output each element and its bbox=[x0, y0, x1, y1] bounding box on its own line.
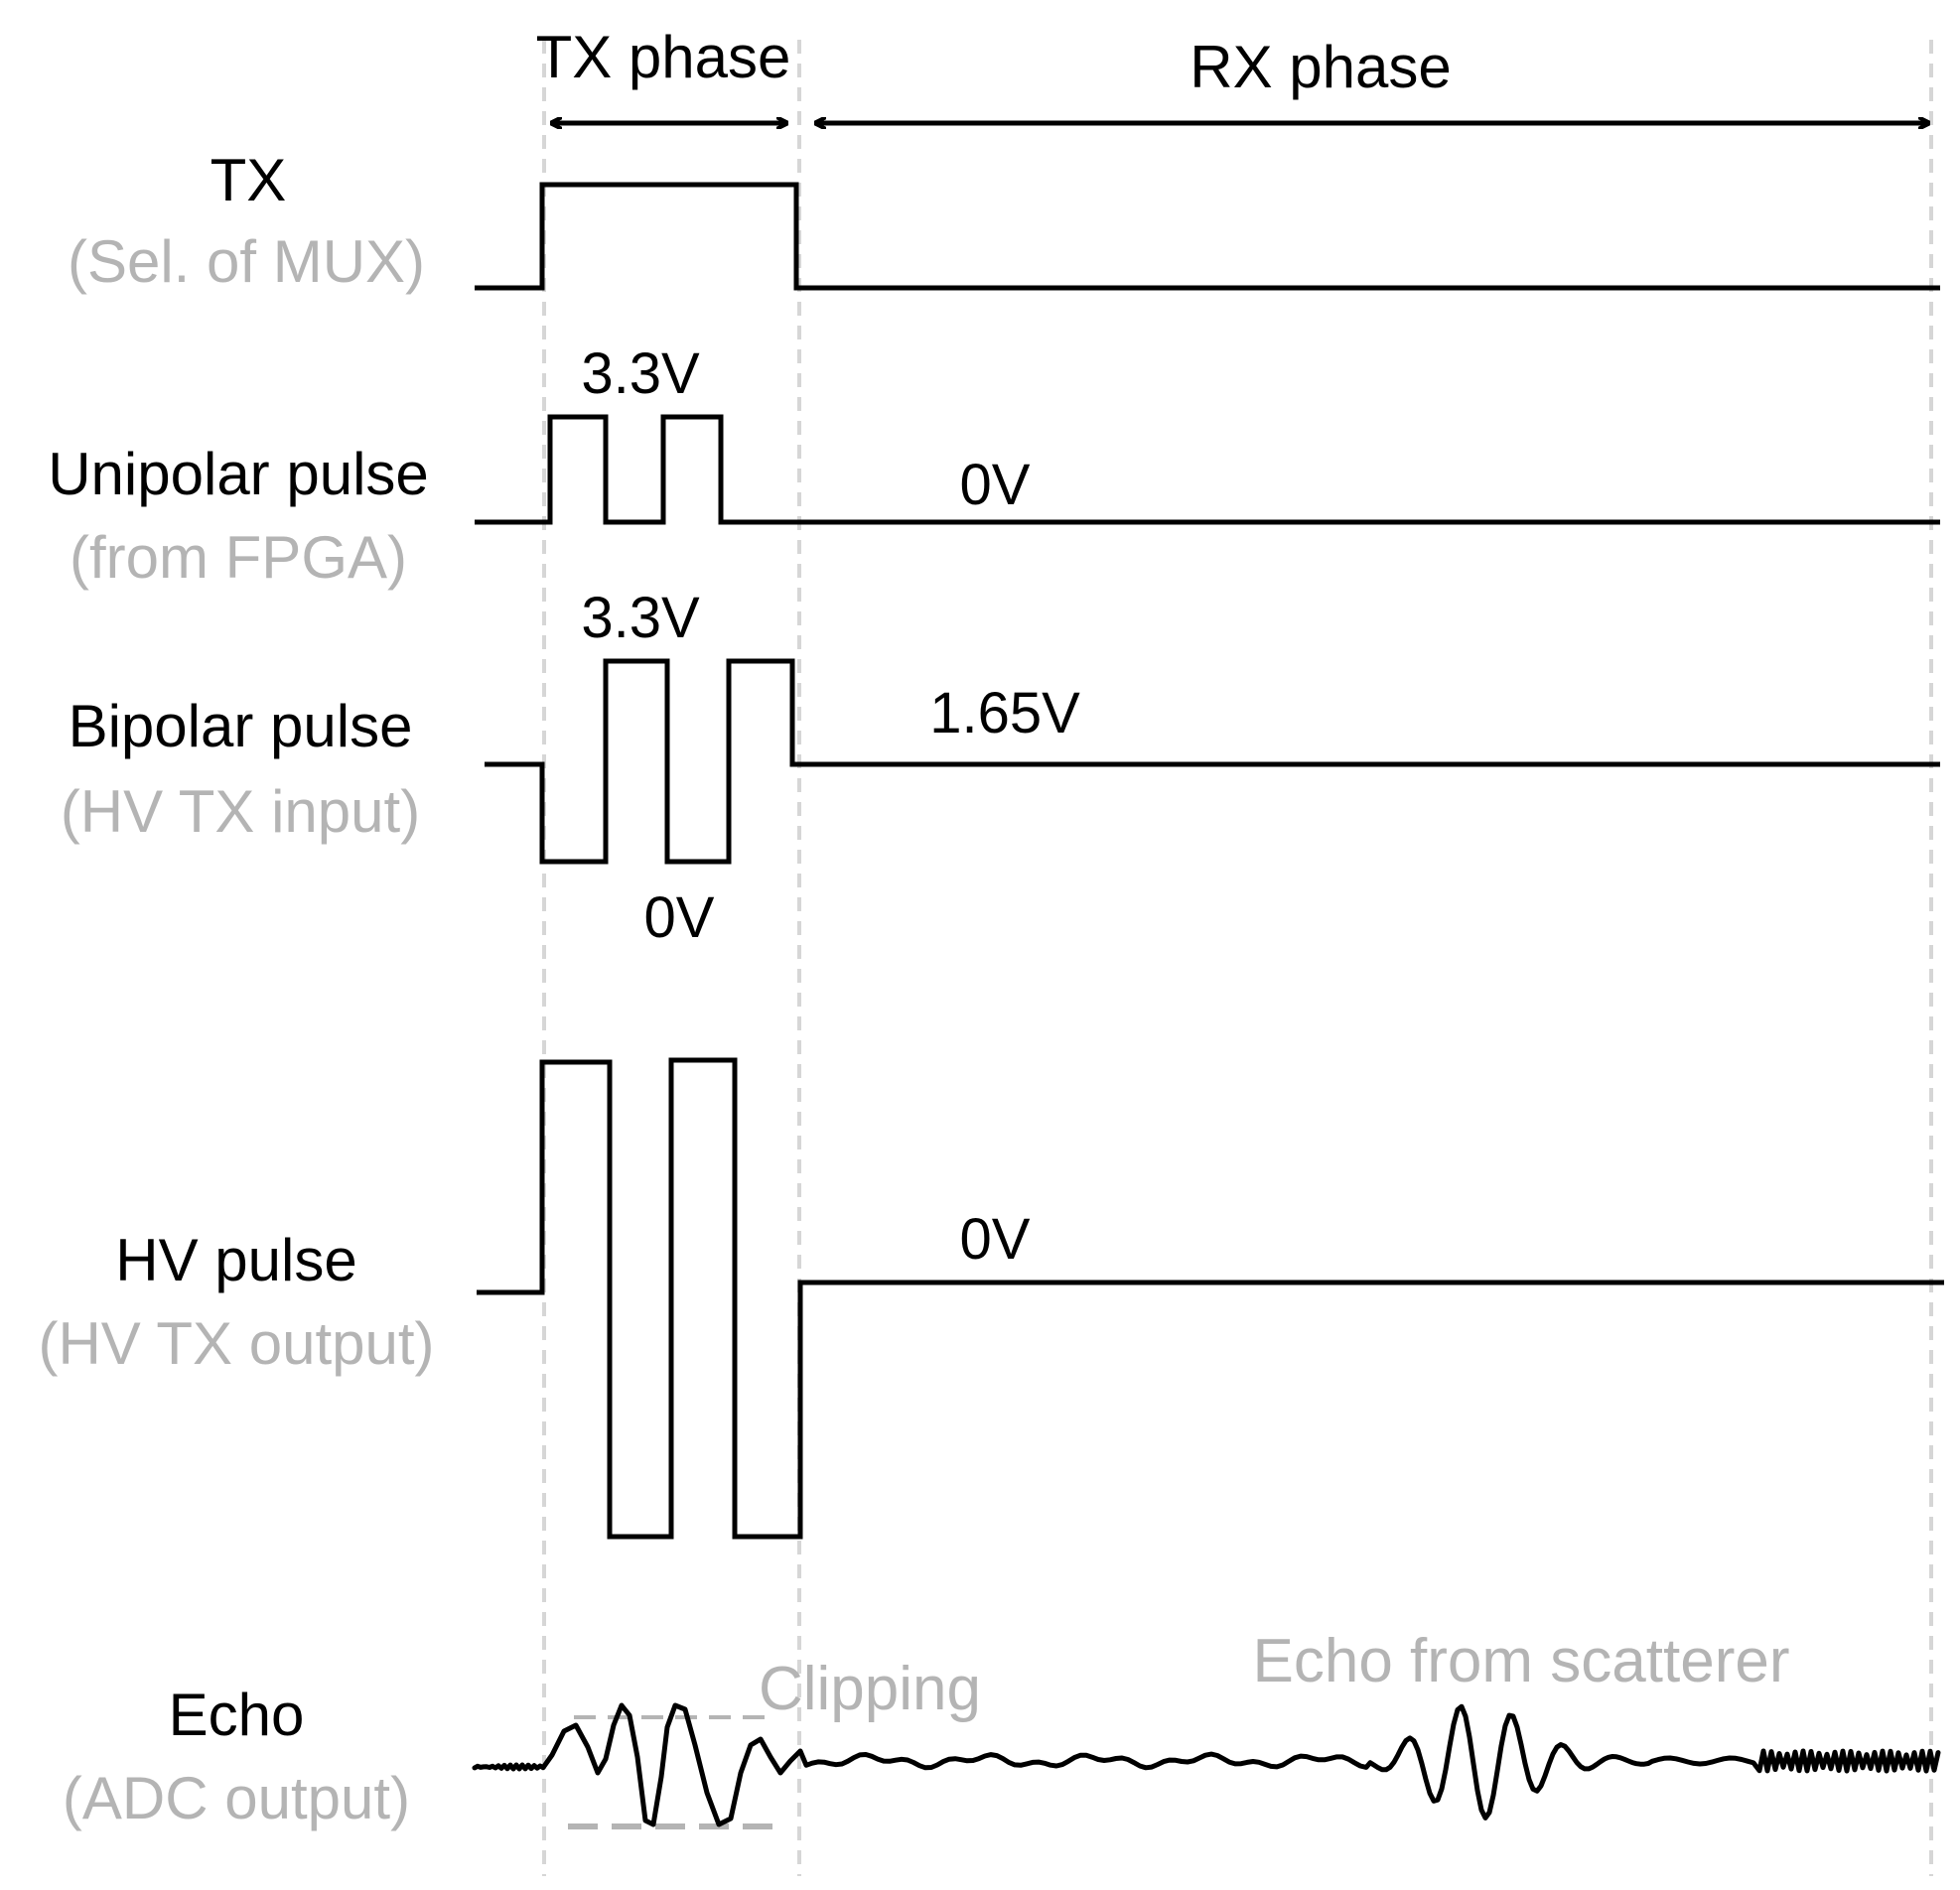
tx-sub-label: (Sel. of MUX) bbox=[68, 228, 425, 295]
unipolar-sub-label: (from FPGA) bbox=[70, 524, 407, 591]
hv-label: HV pulse bbox=[115, 1227, 356, 1293]
tx-waveform bbox=[475, 182, 1940, 291]
scatterer-echo-label: Echo from scatterer bbox=[1253, 1627, 1790, 1695]
hv-level-value: 0V bbox=[960, 1207, 1031, 1272]
tx-label: TX bbox=[210, 147, 287, 213]
bipolar-sub-label: (HV TX input) bbox=[61, 778, 420, 845]
echo-sub-label: (ADC output) bbox=[63, 1765, 410, 1831]
hv-waveform bbox=[477, 1057, 1944, 1540]
unipolar-waveform bbox=[475, 414, 1940, 525]
tx-phase-label: TX phase bbox=[536, 24, 791, 90]
bipolar-high-value: 3.3V bbox=[581, 586, 700, 650]
echo-waveform-main bbox=[472, 1702, 1941, 1827]
unipolar-label: Unipolar pulse bbox=[48, 441, 429, 507]
bipolar-mid-value: 1.65V bbox=[929, 681, 1080, 745]
bipolar-low-value: 0V bbox=[644, 885, 715, 950]
echo-label: Echo bbox=[169, 1682, 305, 1748]
rx-phase-label: RX phase bbox=[1190, 34, 1452, 100]
clipping-label: Clipping bbox=[759, 1655, 981, 1723]
unipolar-low-value: 0V bbox=[960, 453, 1031, 517]
unipolar-high-value: 3.3V bbox=[581, 341, 700, 406]
bipolar-label: Bipolar pulse bbox=[69, 693, 413, 759]
bipolar-waveform bbox=[485, 658, 1940, 865]
hv-sub-label: (HV TX output) bbox=[38, 1310, 434, 1377]
